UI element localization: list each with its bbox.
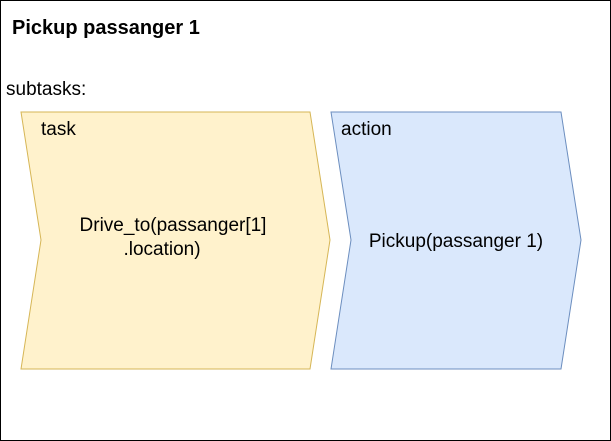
action-step-type-label: action — [341, 119, 392, 140]
diagram-title: Pickup passanger 1 — [12, 17, 200, 39]
task-step-text: Drive_to(passanger[1] .location) — [40, 214, 306, 262]
task-step-type-label: task — [41, 119, 76, 140]
action-step-text: Pickup(passanger 1) — [368, 231, 544, 252]
task-step-shape[interactable] — [20, 111, 331, 370]
task-step-text-line: .location) — [123, 239, 201, 260]
action-step-shape[interactable] — [330, 111, 582, 370]
task-step-text-line: Drive_to(passanger[1] — [79, 215, 267, 236]
subtasks-label: subtasks: — [6, 79, 87, 100]
